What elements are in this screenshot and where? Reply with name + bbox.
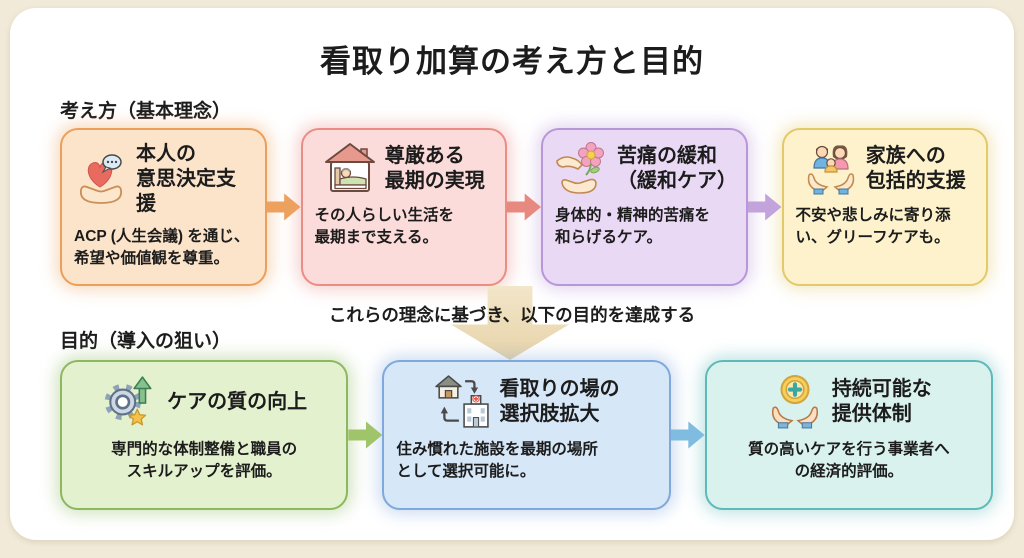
arrow-right-icon	[348, 421, 383, 449]
box-title: 苦痛の緩和 （緩和ケア）	[617, 145, 737, 192]
purpose-box-place-options: 看取りの場の 選択肢拡大 住み慣れた施設を最期の場所 として選択可能に。	[382, 360, 671, 510]
arrow-right-icon	[670, 421, 705, 449]
box-description: 専門的な体制整備と職員の スキルアップを評価。	[111, 441, 298, 480]
box-description: 住み慣れた施設を最期の場所 として選択可能に。	[396, 441, 598, 480]
arrow-right-icon	[507, 193, 541, 221]
box-title: 本人の 意思決定支援	[136, 143, 236, 215]
box-title: ケアの質の向上	[167, 390, 308, 413]
principle-box-palliative-care: 苦痛の緩和 （緩和ケア） 身体的・精神的苦痛を 和らげるケア。	[541, 128, 748, 286]
hand-flower-icon	[556, 142, 604, 194]
box-title: 持続可能な 提供体制	[831, 378, 932, 425]
purpose-box-care-quality: ケアの質の向上 専門的な体制整備と職員の スキルアップを評価。	[60, 360, 349, 510]
purposes-row: ケアの質の向上 専門的な体制整備と職員の スキルアップを評価。	[60, 360, 993, 510]
purposes-section-label: 目的（導入の狙い）	[60, 331, 232, 352]
purpose-box-sustainable-system: 持続可能な 提供体制 質の高いケアを行う事業者へ の経済的評価。	[704, 360, 993, 510]
arrow-right-icon	[747, 193, 782, 221]
box-head: 苦痛の緩和 （緩和ケア）	[555, 142, 737, 196]
connector-text: これらの理念に基づき、以下の目的を達成する	[328, 305, 696, 325]
principle-box-decision-support: 本人の 意思決定支援 ACP (人生会議) を通じ、 希望や価値観を尊重。	[60, 128, 267, 286]
box-head: 持続可能な 提供体制	[719, 374, 979, 430]
page-title: 看取り加算の考え方と目的	[320, 44, 704, 79]
box-head: 尊厳ある 最期の実現	[315, 142, 494, 196]
principle-box-dignified-end: 尊厳ある 最期の実現 その人らしい生活を 最期まで支える。	[300, 128, 507, 286]
box-title: 家族への 包括的支援	[865, 145, 966, 192]
elder-in-bed-house-icon	[324, 143, 375, 192]
family-in-hands-icon	[807, 145, 854, 195]
infographic-card: 看取り加算の考え方と目的 考え方（基本理念） 本人の 意思決定支援 ACP (人…	[10, 8, 1014, 540]
box-head: 本人の 意思決定支援	[74, 142, 253, 217]
principles-section-label: 考え方（基本理念）	[60, 101, 232, 122]
box-description: 不安や悲しみに寄り添 い、グリーフケアも。	[795, 207, 951, 246]
gear-up-arrow-star-icon	[104, 376, 152, 426]
box-title: 尊厳ある 最期の実現	[384, 145, 485, 192]
arrow-right-icon	[266, 193, 301, 221]
box-head: ケアの質の向上	[74, 374, 334, 430]
box-description: 質の高いケアを行う事業者へ の経済的評価。	[748, 441, 950, 480]
box-title: 看取りの場の 選択肢拡大	[499, 378, 620, 425]
hands-coin-plus-icon	[771, 375, 818, 429]
principles-row: 本人の 意思決定支援 ACP (人生会議) を通じ、 希望や価値観を尊重。 尊厳…	[60, 128, 988, 286]
house-hospital-cycle-icon	[435, 375, 490, 428]
box-head: 家族への 包括的支援	[796, 142, 975, 196]
box-description: その人らしい生活を 最期まで支える。	[314, 207, 455, 246]
box-description: 身体的・精神的苦痛を 和らげるケア。	[555, 207, 711, 246]
hands-heart-speech-icon	[79, 153, 123, 204]
box-description: ACP (人生会議) を通じ、 希望や価値観を尊重。	[74, 228, 250, 267]
principle-box-family-support: 家族への 包括的支援 不安や悲しみに寄り添 い、グリーフケアも。	[781, 128, 988, 286]
box-head: 看取りの場の 選択肢拡大	[396, 374, 656, 430]
